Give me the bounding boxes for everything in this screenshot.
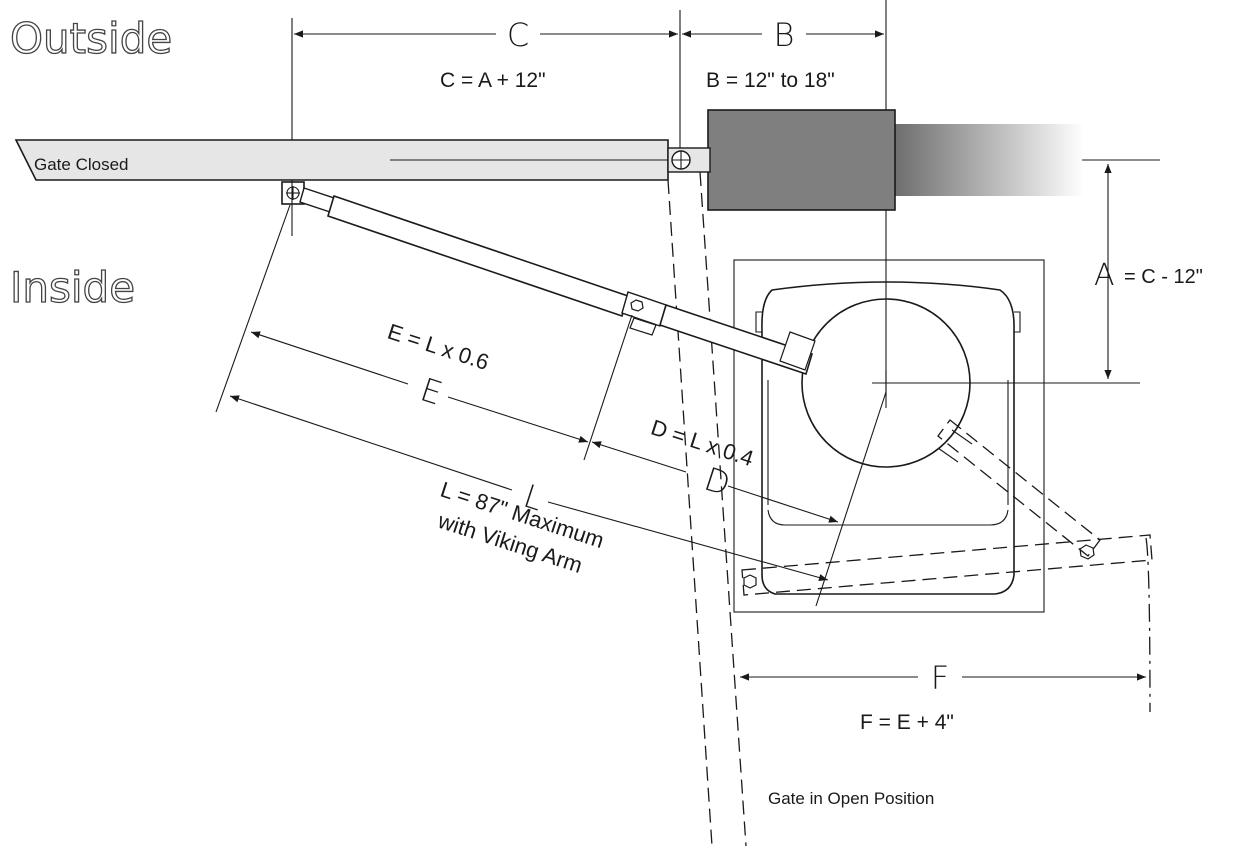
operator-arm bbox=[299, 187, 816, 376]
dimension-c-formula: C = A + 12" bbox=[440, 69, 546, 92]
reference-line-elbow bbox=[583, 314, 633, 461]
dimension-a-formula: = C - 12" bbox=[1124, 266, 1203, 288]
inside-heading: Inside bbox=[10, 263, 135, 312]
reference-line-operator-to-gate bbox=[815, 391, 887, 607]
operator-housing bbox=[761, 281, 1015, 595]
dimension-e-arrow-left bbox=[250, 331, 409, 385]
dimension-b-formula: B = 12" to 18" bbox=[706, 69, 835, 92]
dimension-a-letter: A bbox=[1094, 258, 1115, 293]
dimension-b-letter: B bbox=[774, 16, 795, 54]
dimension-e-formula: E = L x 0.6 bbox=[385, 319, 493, 375]
gate-swing-line bbox=[1145, 537, 1151, 713]
arm-elbow-joint-icon bbox=[630, 299, 644, 312]
open-arm-elbow-icon bbox=[1079, 544, 1095, 560]
dimension-c-letter: C bbox=[507, 16, 529, 54]
gate-open-label: Gate in Open Position bbox=[768, 789, 934, 808]
dimension-d-letter: D bbox=[700, 460, 735, 504]
dimension-l-arrow-right bbox=[547, 501, 829, 582]
open-arm-gate-icon bbox=[743, 574, 757, 589]
dimension-f-letter: F bbox=[931, 659, 949, 697]
operator-body bbox=[707, 109, 896, 211]
dimension-e-letter: E bbox=[416, 370, 447, 412]
post bbox=[895, 124, 1084, 196]
reference-line-l-start bbox=[215, 204, 291, 413]
operator-arm-open bbox=[741, 419, 1153, 596]
dimension-l-arrow-left bbox=[229, 395, 513, 491]
open-gate-outline bbox=[667, 171, 747, 846]
outside-heading: Outside bbox=[10, 14, 172, 63]
gate-closed-label: Gate Closed bbox=[34, 155, 129, 174]
dimension-d-arrow-right bbox=[727, 485, 839, 523]
operator-mount-frame bbox=[733, 259, 1045, 613]
dimension-f-formula: F = E + 4" bbox=[860, 711, 954, 734]
dimension-d-arrow-left bbox=[591, 441, 687, 473]
dimension-e-arrow-right bbox=[447, 396, 589, 443]
dimension-d-formula: D = L x 0.4 bbox=[648, 415, 757, 472]
